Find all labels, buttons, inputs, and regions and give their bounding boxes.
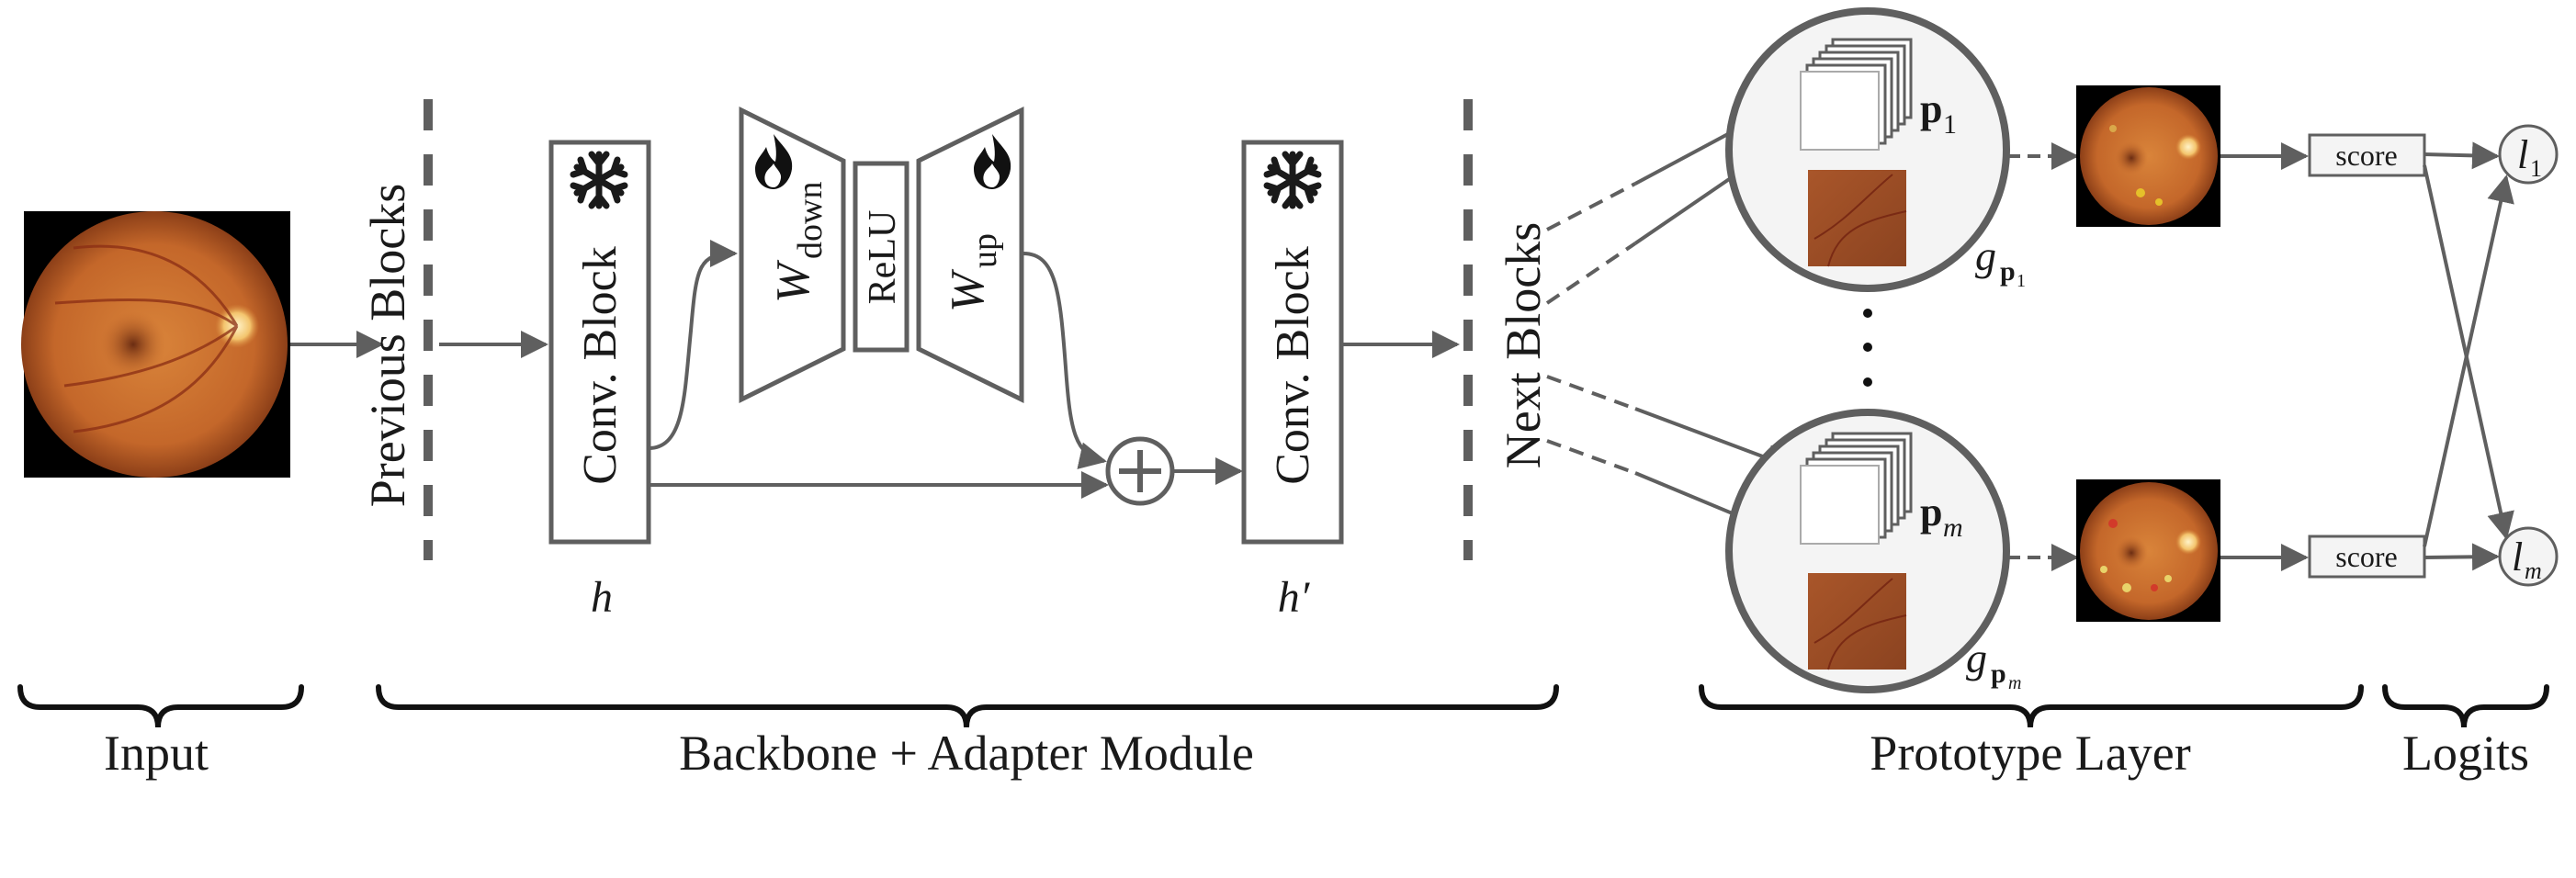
conv-block-1-label: Conv. Block [574,246,627,485]
prototype-1-patch [1808,170,1907,267]
score-box-m: score [2308,535,2426,579]
w-up-projection: W up [916,106,1024,404]
w-down-symbol: W [767,259,819,303]
prototype-m-subscript: m [1943,512,1963,543]
w-down-subscript: down [791,182,830,259]
section-input-label: Input [104,726,209,781]
brace-prototype [1699,684,2364,728]
prototype-1-subscript: 1 [1943,109,1957,140]
logit-m: l m [2498,526,2559,587]
g-p1-subsub: 1 [2017,271,2026,291]
prototype-m-patch [1808,573,1907,670]
g-p1-sub: p [2000,256,2016,287]
input-fundus-image [21,211,290,478]
arrow-adapter-to-sum [1022,252,1107,469]
conv-block-2-label: Conv. Block [1267,246,1319,485]
w-up-symbol: W [942,268,994,312]
g-pm-sub: p [1991,658,2006,689]
g-pm-label: g [1966,635,1987,681]
prototype-1-stack [1800,38,1913,151]
logit-m-symbol: l [2512,535,2523,580]
conv-block-1: Conv. Block [548,140,651,545]
brace-logits [2382,684,2549,728]
score-to-logit-arrows [2423,141,2514,571]
relu-block: ReLU [853,161,910,353]
arrow-to-adapter [648,240,738,450]
brace-input [17,684,304,728]
w-down-projection: W down [739,106,846,404]
logit-1-symbol: l [2517,132,2528,177]
similarity-map-m [2076,479,2220,622]
hidden-h-label: h [591,573,613,622]
prototype-1-symbol: p [1920,86,1942,131]
section-braces [17,684,2549,728]
w-up-subscript: up [966,233,1004,268]
score-1-label: score [2335,139,2398,172]
score-box-1: score [2308,133,2426,177]
conv-block-2: Conv. Block [1241,140,1344,545]
relu-label: ReLU [862,210,904,305]
vertical-ellipsis [1863,309,1872,387]
section-prototype-label: Prototype Layer [1870,726,2190,781]
section-backbone-label: Backbone + Adapter Module [679,726,1254,781]
logit-1-subscript: 1 [2530,155,2542,182]
section-logits-label: Logits [2402,726,2529,781]
similarity-map-1 [2076,85,2220,227]
score-m-label: score [2335,540,2398,573]
prototype-m: p m [1725,409,2010,693]
sum-node [1105,436,1175,506]
prototype-1: p 1 [1725,7,2010,292]
next-blocks-label: Next Blocks [1496,222,1551,468]
logit-m-subscript: m [2525,557,2542,584]
brace-backbone [376,684,1559,728]
g-p1-label: g [1975,232,1996,279]
logit-1: l 1 [2498,124,2559,185]
prototype-m-symbol: p [1920,490,1942,535]
previous-blocks-label: Previous Blocks [360,184,415,508]
prototype-m-stack [1800,432,1913,545]
hidden-h-prime-label: h′ [1278,573,1311,622]
g-pm-subsub: m [2008,673,2021,693]
